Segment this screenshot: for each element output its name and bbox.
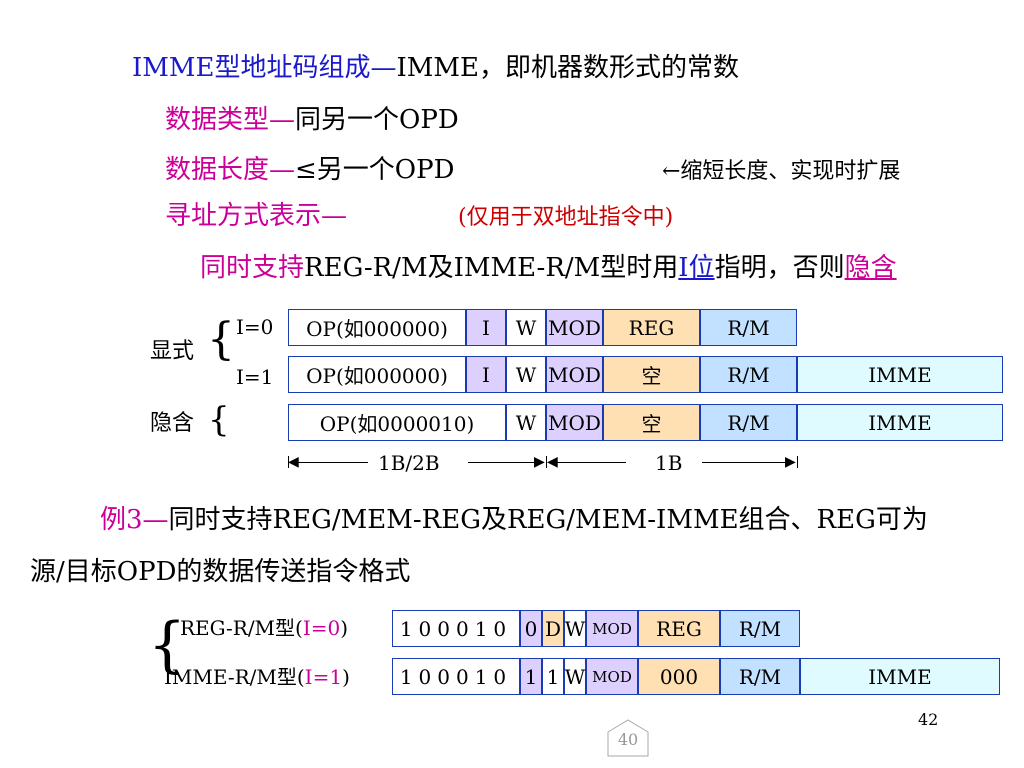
- fmt2-i-cell: 1: [520, 658, 542, 695]
- fmt1-i-cell: 0: [520, 610, 542, 647]
- row2-tag: I=1: [236, 365, 274, 389]
- slide-number: 42: [918, 710, 939, 729]
- page-badge[interactable]: 40: [617, 730, 639, 749]
- support-else: 指明，否则: [714, 253, 845, 283]
- addressing-line: 寻址方式表示—: [165, 200, 347, 232]
- fmt2-label-a: IMME-R/M型(: [164, 665, 305, 689]
- data-length-text: ≤另一个OPD: [295, 155, 455, 185]
- row1-rm-cell: R/M: [700, 309, 797, 346]
- row1-mod-cell: MOD: [546, 309, 603, 346]
- heading-label: IMME型地址码组成—: [132, 53, 397, 83]
- implicit-label: 隐含: [150, 411, 195, 436]
- support-prefix: 同时支持: [200, 253, 305, 283]
- example-prefix: 例3—: [100, 505, 169, 535]
- row1-tag: I=0: [236, 315, 274, 339]
- format-brace-icon: {: [148, 610, 187, 680]
- dim-label-left: 1B/2B: [378, 451, 440, 475]
- example-line-1: 例3—同时支持REG/MEM-REG及REG/MEM-IMME组合、REG可为: [100, 504, 928, 536]
- fmt1-d-cell: D: [542, 610, 564, 647]
- row3-rm-cell: R/M: [700, 404, 797, 441]
- addressing-label: 寻址方式表示—: [165, 201, 348, 231]
- row1-reg-cell: REG: [603, 309, 700, 346]
- fmt2-opcode-cell: 100010: [392, 658, 520, 695]
- dim-line-4: [702, 462, 795, 463]
- row2-imme-cell: IMME: [797, 356, 1003, 393]
- row2-empty-cell: 空: [603, 356, 700, 393]
- data-type-label: 数据类型—: [165, 105, 296, 135]
- row3-empty-cell: 空: [603, 404, 700, 441]
- page-badge-shape: [607, 719, 649, 757]
- fmt2-000-cell: 000: [638, 658, 720, 695]
- support-middle: REG-R/M及IMME-R/M型时用: [304, 253, 679, 283]
- fmt1-label-b: ): [340, 616, 349, 640]
- example-text-1: 同时支持REG/MEM-REG及REG/MEM-IMME组合、REG可为: [168, 505, 928, 535]
- fmt1-label: REG-R/M型(I=0): [180, 615, 348, 641]
- fmt1-mod-cell: MOD: [586, 610, 638, 647]
- dim-tick-right: [797, 456, 798, 468]
- fmt1-opcode-cell: 100010: [392, 610, 520, 647]
- row2-i-cell: I: [466, 356, 506, 393]
- fmt2-mod-cell: MOD: [586, 658, 638, 695]
- fmt1-label-i: I=0: [302, 616, 341, 640]
- dim-line-1: [290, 462, 368, 463]
- arrow-right-icon-2: ▶: [785, 454, 796, 470]
- support-line: 同时支持REG-R/M及IMME-R/M型时用I位指明，否则隐含: [200, 252, 897, 284]
- fmt2-rm-cell: R/M: [720, 658, 800, 695]
- row1-op-cell: OP(如000000): [288, 309, 466, 346]
- fmt1-label-a: REG-R/M型(: [180, 616, 303, 640]
- dim-label-right: 1B: [655, 451, 683, 475]
- implicit-brace-icon: {: [208, 400, 230, 440]
- data-length-line: 数据长度—≤另一个OPD: [165, 154, 454, 186]
- i-bit-text: I位: [678, 253, 715, 283]
- explicit-label: 显式: [150, 339, 195, 364]
- explicit-brace-icon: {: [207, 314, 235, 365]
- dim-line-3: [548, 462, 626, 463]
- dim-tick-mid: [546, 456, 547, 468]
- fmt2-label-b: ): [342, 665, 350, 689]
- row1-w-cell: W: [506, 309, 546, 346]
- row3-mod-cell: MOD: [546, 404, 603, 441]
- fmt2-label: IMME-R/M型(I=1): [164, 664, 350, 690]
- length-note: ←缩短长度、实现时扩展: [662, 159, 901, 184]
- row2-op-cell: OP(如000000): [288, 356, 466, 393]
- row3-imme-cell: IMME: [797, 404, 1003, 441]
- fmt2-imme-cell: IMME: [800, 658, 1000, 695]
- fmt1-w-cell: W: [564, 610, 586, 647]
- implicit-text: 隐含: [844, 253, 897, 283]
- fmt2-label-i: I=1: [304, 665, 343, 689]
- dim-tick-left: [288, 456, 289, 468]
- heading-imme-composition: IMME型地址码组成—IMME，即机器数形式的常数: [132, 52, 739, 84]
- fmt2-w-cell: W: [564, 658, 586, 695]
- row2-w-cell: W: [506, 356, 546, 393]
- row2-rm-cell: R/M: [700, 356, 797, 393]
- fmt1-reg-cell: REG: [638, 610, 720, 647]
- addressing-note: (仅用于双地址指令中): [458, 205, 674, 230]
- arrow-right-icon: ▶: [534, 454, 545, 470]
- dim-line-2: [468, 462, 544, 463]
- row3-w-cell: W: [506, 404, 546, 441]
- data-type-text: 同另一个OPD: [295, 105, 459, 135]
- fmt2-s-cell: 1: [542, 658, 564, 695]
- heading-text: IMME，即机器数形式的常数: [396, 53, 740, 83]
- example-line-2: 源/目标OPD的数据传送指令格式: [30, 557, 411, 587]
- row2-mod-cell: MOD: [546, 356, 603, 393]
- row1-i-cell: I: [466, 309, 506, 346]
- row3-op-cell: OP(如0000010): [288, 404, 506, 441]
- fmt1-rm-cell: R/M: [720, 610, 800, 647]
- arrow-left-icon: ◀: [288, 454, 299, 470]
- data-length-label: 数据长度—: [165, 155, 296, 185]
- data-type-line: 数据类型—同另一个OPD: [165, 104, 459, 136]
